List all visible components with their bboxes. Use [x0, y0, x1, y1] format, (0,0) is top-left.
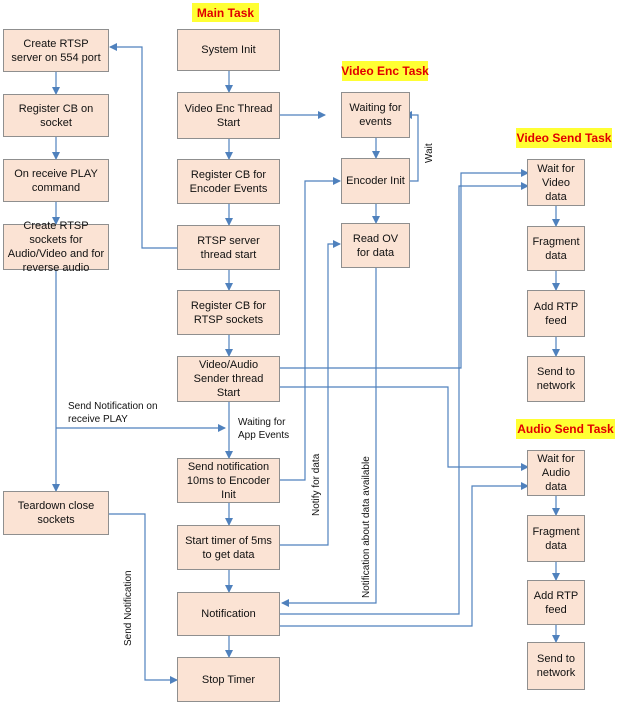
stop-timer-text: Stop Timer — [201, 673, 256, 686]
video-send-task-title: Video Send Task — [516, 128, 612, 148]
create-rtsp-sockets-box: Create RTSP sockets for Audio/Video and … — [3, 220, 109, 274]
teardown-box: Teardown close sockets — [3, 491, 109, 535]
teardown-text: Teardown close sockets — [17, 500, 95, 526]
wait-audio-data-box: Wait for Audio data — [527, 450, 585, 496]
video-enc-thread-text: Video Enc Thread Start — [184, 102, 273, 129]
encoder-init-box: Encoder Init — [341, 158, 410, 204]
on-receive-play-text: On receive PLAY command — [14, 167, 98, 194]
video-send-network-text: Send to network — [536, 366, 576, 392]
rtsp-server-thread-text: RTSP server thread start — [197, 234, 260, 261]
send-notification-box: Send notification 10ms to Encoder Init — [177, 458, 280, 503]
encoder-init-text: Encoder Init — [346, 175, 405, 187]
waiting-app-events-label: Waiting for App Events — [238, 417, 290, 441]
create-rtsp-server-text: Create RTSP server on 554 port — [11, 37, 101, 64]
video-enc-task-title: Video Enc Task — [341, 61, 429, 81]
register-cb-encoder-box: Register CB for Encoder Events — [177, 159, 280, 204]
audio-fragment-box: Fragment data — [527, 515, 585, 562]
wait-video-data-box: Wait for Video data — [527, 159, 585, 206]
send-notification-text: Send notification 10ms to Encoder Init — [186, 460, 271, 501]
register-cb-socket-box: Register CB on socket — [3, 94, 109, 137]
create-rtsp-server-box: Create RTSP server on 554 port — [3, 29, 109, 72]
audio-send-network-box: Send to network — [527, 642, 585, 690]
wait-audio-data-text: Wait for Audio data — [537, 453, 575, 493]
read-ov-box: Read OV for data — [341, 223, 410, 268]
start-timer-box: Start timer of 5ms to get data — [177, 525, 280, 570]
register-cb-rtsp-text: Register CB for RTSP sockets — [190, 299, 267, 326]
video-fragment-text: Fragment data — [532, 235, 580, 262]
create-rtsp-sockets-text: Create RTSP sockets for Audio/Video and … — [7, 220, 105, 274]
audio-send-network-text: Send to network — [536, 653, 576, 679]
send-notification-label: Send Notification — [123, 570, 134, 646]
notify-for-data-label: Notify for data — [311, 453, 322, 516]
wait-label: Wait — [424, 143, 435, 163]
start-timer-text: Start timer of 5ms to get data — [185, 534, 272, 561]
video-fragment-box: Fragment data — [527, 226, 585, 271]
system-init-box: System Init — [177, 29, 280, 71]
notification-data-available-label: Notification about data available — [361, 456, 372, 598]
on-receive-play-box: On receive PLAY command — [3, 159, 109, 202]
register-cb-rtsp-box: Register CB for RTSP sockets — [177, 290, 280, 335]
sender-thread-text: Video/Audio Sender thread Start — [193, 359, 264, 399]
video-send-network-box: Send to network — [527, 356, 585, 402]
system-init-text: System Init — [201, 44, 256, 56]
wait-video-data-text: Wait for Video data — [537, 162, 575, 203]
video-add-rtp-box: Add RTP feed — [527, 290, 585, 337]
video-add-rtp-text: Add RTP feed — [533, 300, 579, 327]
rtsp-server-thread-box: RTSP server thread start — [177, 225, 280, 270]
read-ov-text: Read OV for data — [352, 232, 399, 259]
send-notification-play-label: Send Notification on receive PLAY — [68, 401, 158, 425]
audio-add-rtp-box: Add RTP feed — [527, 580, 585, 625]
video-enc-thread-box: Video Enc Thread Start — [177, 92, 280, 139]
waiting-for-events-box: Waiting for events — [341, 92, 410, 138]
sender-thread-box: Video/Audio Sender thread Start — [177, 356, 280, 402]
audio-fragment-text: Fragment data — [532, 525, 580, 552]
audio-send-task-title: Audio Send Task — [516, 419, 615, 439]
stop-timer-box: Stop Timer — [177, 657, 280, 702]
register-cb-socket-text: Register CB on socket — [18, 102, 94, 129]
audio-add-rtp-text: Add RTP feed — [533, 589, 579, 616]
main-task-title: Main Task — [192, 3, 259, 22]
notification-text: Notification — [201, 608, 256, 620]
notification-box: Notification — [177, 592, 280, 636]
waiting-for-events-text: Waiting for events — [349, 102, 402, 128]
register-cb-encoder-text: Register CB for Encoder Events — [189, 168, 268, 195]
